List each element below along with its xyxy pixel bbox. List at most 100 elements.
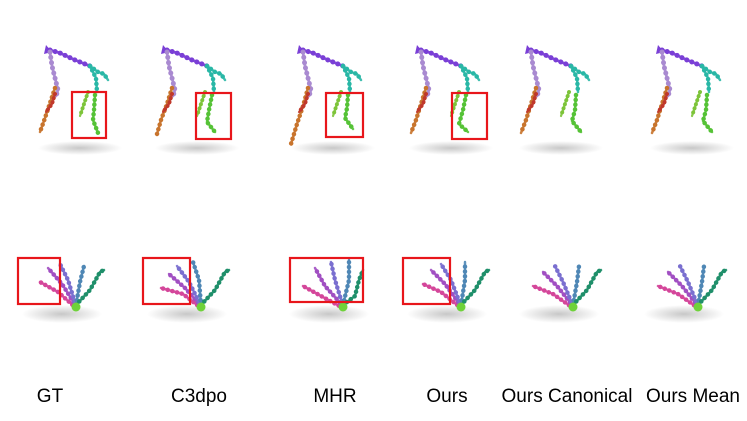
hand-finger-ring bbox=[166, 271, 204, 309]
column-label-ours-canonical: Ours Canonical bbox=[501, 386, 633, 407]
skeleton-left-foot bbox=[161, 92, 174, 114]
hand-finger-thumb bbox=[570, 267, 604, 308]
skeleton-right-arm bbox=[458, 63, 482, 83]
hand-finger-pinky bbox=[158, 285, 204, 311]
skeleton-shadow bbox=[650, 141, 734, 155]
column-label-gt: GT bbox=[36, 386, 64, 407]
skeleton-left-arm bbox=[528, 49, 542, 99]
hand-wrist bbox=[338, 302, 348, 312]
skeleton-spine bbox=[164, 47, 210, 69]
hand-finger-pinky bbox=[300, 283, 346, 311]
skeleton-left-arm bbox=[300, 49, 314, 99]
highlight-box-skeleton bbox=[194, 91, 233, 141]
hand-finger-index bbox=[458, 259, 468, 308]
hand-finger-pinky bbox=[655, 283, 701, 311]
skeleton-right-upper-leg bbox=[204, 63, 217, 95]
hand-finger-middle bbox=[328, 259, 346, 309]
skeleton-shadow bbox=[155, 141, 239, 155]
highlight-box-hand bbox=[141, 256, 192, 306]
skeleton-right-shin bbox=[559, 90, 571, 118]
skeleton-right-arm bbox=[340, 63, 364, 83]
skeleton-figure bbox=[288, 45, 375, 155]
skeleton-right-leg bbox=[700, 92, 715, 135]
hand-shadow bbox=[147, 305, 227, 323]
skeleton-right-shin bbox=[331, 90, 343, 118]
skeleton-figure bbox=[518, 45, 603, 155]
skeleton-right-upper-leg bbox=[699, 63, 712, 95]
hand-finger-pinky bbox=[530, 283, 576, 311]
skeleton-spine bbox=[659, 47, 705, 69]
hand-wrist bbox=[196, 302, 206, 312]
hand-finger-middle bbox=[677, 263, 701, 309]
hand-shadow bbox=[644, 305, 724, 323]
hand-finger-ring bbox=[45, 265, 79, 309]
highlight-box-skeleton bbox=[450, 91, 489, 141]
skeleton-left-foot bbox=[297, 92, 310, 114]
skeleton-right-leg bbox=[456, 92, 471, 135]
hand-finger-thumb bbox=[695, 267, 729, 308]
hand-finger-ring bbox=[312, 265, 346, 309]
skeleton-left-foot bbox=[525, 92, 538, 114]
skeleton-right-arm bbox=[568, 63, 592, 83]
skeleton-shadow bbox=[409, 141, 493, 155]
skeleton-row bbox=[37, 45, 734, 155]
skeleton-left-arm bbox=[47, 49, 61, 99]
hand-figure bbox=[407, 259, 492, 323]
hand-wrist bbox=[71, 302, 81, 312]
hand-figure bbox=[147, 259, 232, 323]
skeleton-right-leg bbox=[342, 92, 356, 132]
hand-finger-thumb bbox=[340, 267, 366, 308]
skeleton-right-upper-leg bbox=[458, 63, 471, 95]
hand-figure bbox=[289, 257, 369, 323]
skeleton-left-arm bbox=[418, 49, 432, 99]
hand-finger-thumb bbox=[73, 267, 107, 308]
hand-row bbox=[16, 256, 729, 323]
highlight-box-hand bbox=[16, 256, 62, 306]
skeleton-right-upper-leg bbox=[568, 63, 581, 95]
skeleton-spine bbox=[418, 47, 464, 69]
column-label-ours: Ours bbox=[426, 386, 468, 407]
hand-wrist bbox=[693, 302, 703, 312]
hand-figure bbox=[519, 263, 604, 323]
skeleton-right-upper-leg bbox=[87, 63, 100, 95]
skeleton-right-leg bbox=[90, 92, 101, 136]
skeleton-left-foot bbox=[44, 92, 57, 114]
skeleton-right-upper-leg bbox=[340, 63, 353, 95]
hand-finger-ring bbox=[665, 269, 701, 309]
skeleton-figure bbox=[154, 45, 239, 155]
hand-finger-pinky bbox=[37, 279, 79, 311]
hand-figure bbox=[644, 263, 729, 323]
hand-finger-index bbox=[570, 263, 582, 308]
skeleton-right-shin bbox=[78, 90, 90, 118]
skeleton-figure bbox=[37, 45, 122, 155]
skeleton-right-leg bbox=[204, 92, 218, 135]
skeleton-left-foot bbox=[656, 92, 669, 114]
hand-finger-ring bbox=[540, 269, 576, 309]
skeleton-figure bbox=[649, 45, 734, 155]
column-label-ours-mean: Ours Mean bbox=[646, 386, 740, 407]
hand-finger-index bbox=[73, 263, 87, 308]
hand-shadow bbox=[22, 305, 102, 323]
hand-finger-index bbox=[190, 259, 204, 308]
skeleton-right-shin bbox=[195, 90, 207, 118]
skeleton-spine bbox=[47, 47, 93, 69]
skeleton-right-shin bbox=[690, 90, 702, 118]
hand-finger-middle bbox=[57, 261, 79, 309]
column-label-mhr: MHR bbox=[313, 386, 357, 407]
skeleton-right-arm bbox=[87, 63, 111, 83]
highlight-box-skeleton bbox=[70, 90, 108, 140]
highlight-box-skeleton bbox=[324, 91, 365, 139]
hand-finger-index bbox=[340, 257, 352, 308]
hand-finger-thumb bbox=[458, 267, 492, 308]
skeleton-right-arm bbox=[699, 63, 723, 83]
skeleton-right-leg bbox=[569, 92, 584, 135]
skeleton-left-foot bbox=[415, 92, 428, 114]
hand-finger-middle bbox=[552, 263, 576, 309]
skeleton-left-arm bbox=[164, 49, 178, 99]
skeleton-shadow bbox=[291, 141, 375, 155]
skeleton-right-arm bbox=[204, 63, 228, 83]
skeleton-spine bbox=[528, 47, 574, 69]
hand-shadow bbox=[289, 305, 369, 323]
skeleton-left-arm bbox=[659, 49, 673, 99]
